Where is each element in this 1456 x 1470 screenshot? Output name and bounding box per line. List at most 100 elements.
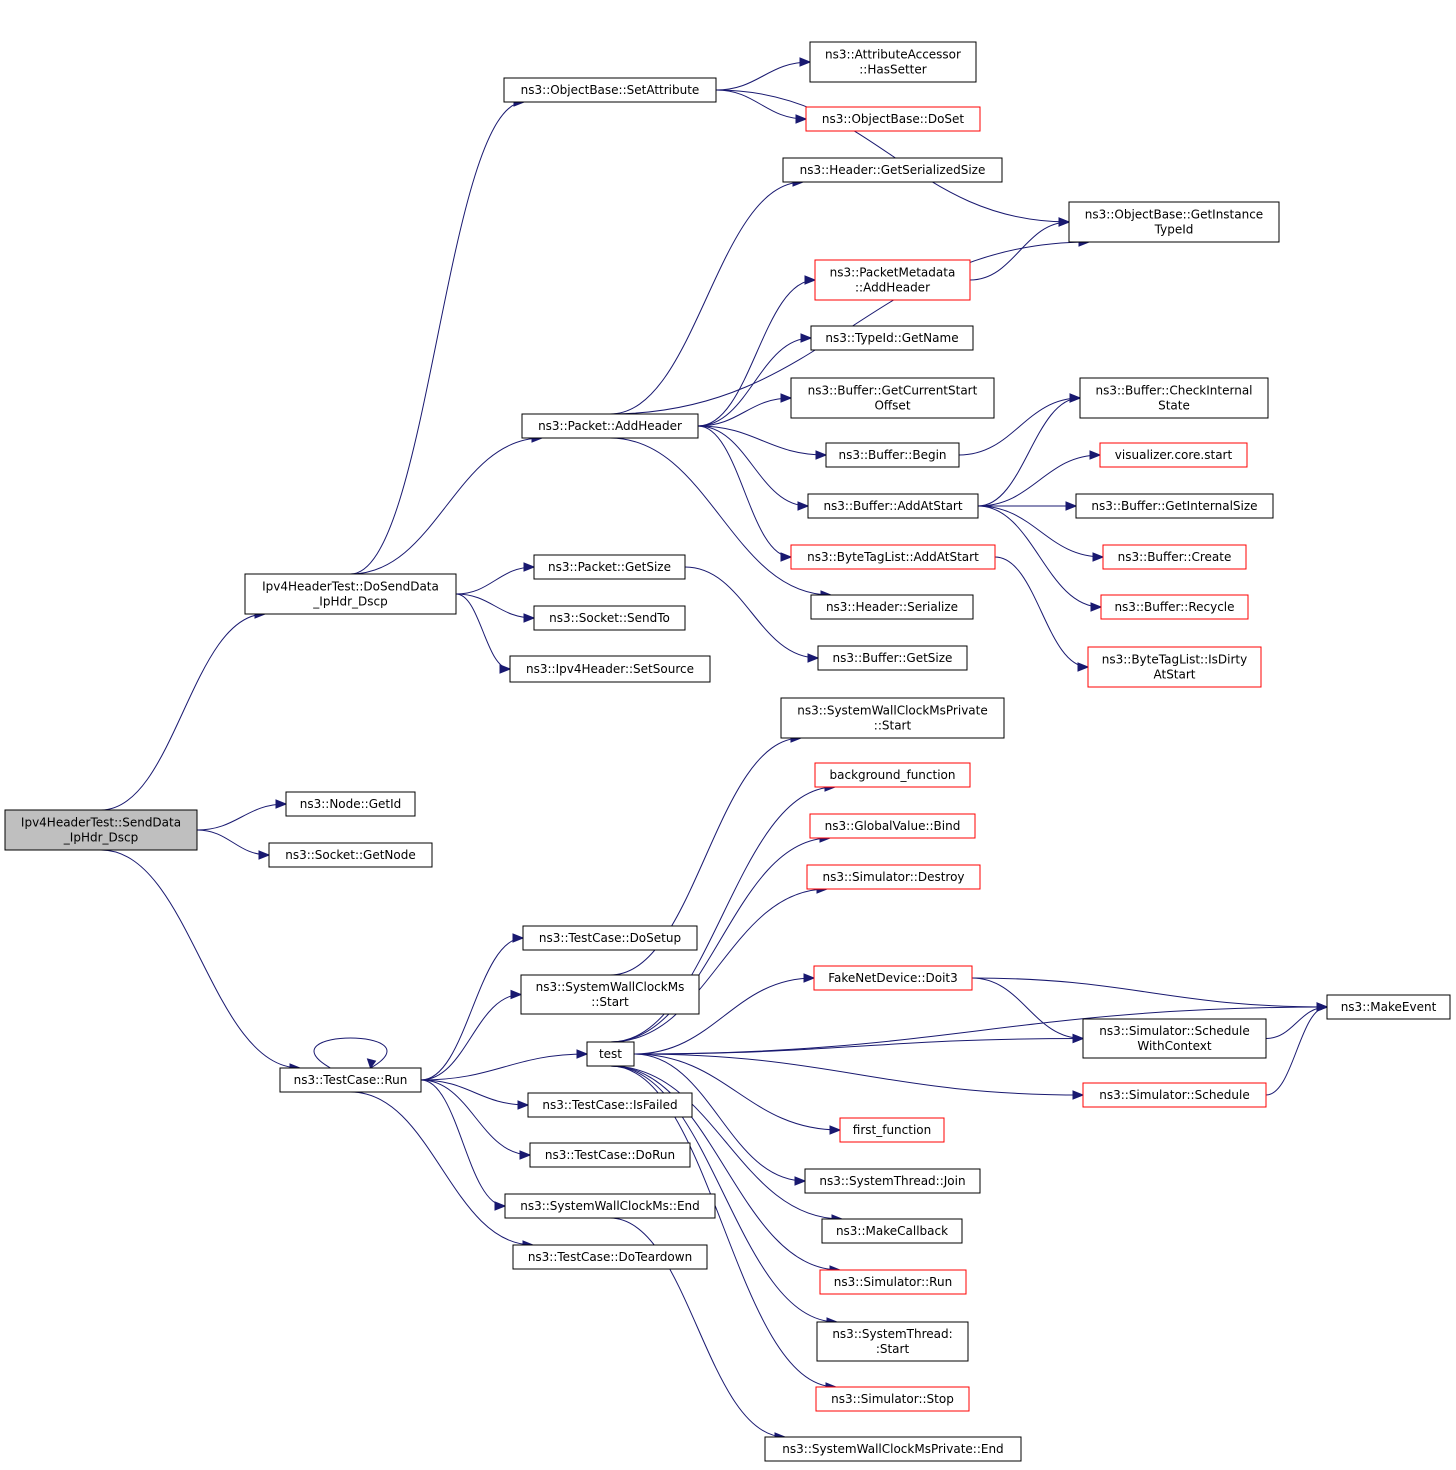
node-box[interactable] [805, 106, 981, 132]
node-box[interactable] [1082, 1082, 1267, 1108]
node-box[interactable] [586, 1041, 635, 1067]
node-box[interactable] [1100, 594, 1249, 620]
node-isfailed[interactable]: ns3::TestCase::IsFailed [527, 1092, 693, 1118]
node-bufgis[interactable]: ns3::Buffer::GetInternalSize [1075, 493, 1274, 519]
node-pktadd[interactable]: ns3::Packet::AddHeader [521, 413, 699, 439]
node-setsrc[interactable]: ns3::Ipv4Header::SetSource [509, 655, 711, 683]
node-box[interactable] [520, 974, 700, 1015]
node-btlaas[interactable]: ns3::ByteTagList::AddAtStart [790, 544, 996, 570]
node-bufrecycle[interactable]: ns3::Buffer::Recycle [1100, 594, 1249, 620]
node-box[interactable] [1102, 544, 1247, 570]
node-box[interactable] [807, 493, 979, 519]
node-getnode[interactable]: ns3::Socket::GetNode [268, 842, 433, 868]
node-test[interactable]: test [586, 1041, 635, 1067]
node-bufaas[interactable]: ns3::Buffer::AddAtStart [807, 493, 979, 519]
node-swcend[interactable]: ns3::SystemWallClockMs::End [504, 1193, 716, 1219]
node-box[interactable] [1082, 1018, 1267, 1059]
node-box[interactable] [529, 1142, 691, 1168]
node-box[interactable] [814, 259, 971, 301]
node-doset[interactable]: ns3::ObjectBase::DoSet [805, 106, 981, 132]
node-box[interactable] [279, 1067, 422, 1093]
node-doteardown[interactable]: ns3::TestCase::DoTeardown [512, 1244, 708, 1270]
node-box[interactable] [244, 573, 457, 615]
node-gvbind[interactable]: ns3::GlobalValue::Bind [809, 813, 976, 839]
node-makeevent[interactable]: ns3::MakeEvent [1326, 994, 1451, 1020]
node-box[interactable] [764, 1436, 1022, 1462]
node-hassetter[interactable]: ns3::AttributeAccessor::HasSetter [809, 41, 977, 83]
node-root[interactable]: Ipv4HeaderTest::SendData_IpHdr_Dscp [4, 809, 198, 851]
node-box[interactable] [1087, 646, 1262, 688]
node-box[interactable] [814, 762, 971, 788]
node-box[interactable] [504, 1193, 716, 1219]
node-setattr[interactable]: ns3::ObjectBase::SetAttribute [503, 77, 717, 103]
node-box[interactable] [819, 1269, 967, 1295]
node-hgetser[interactable]: ns3::Header::GetSerializedSize [782, 157, 1003, 183]
node-box[interactable] [839, 1117, 945, 1143]
node-box[interactable] [1068, 201, 1280, 243]
node-box[interactable] [782, 157, 1003, 183]
node-pmadd[interactable]: ns3::PacketMetadata::AddHeader [814, 259, 971, 301]
node-box[interactable] [285, 791, 416, 817]
node-tcrun[interactable]: ns3::TestCase::Run [279, 1067, 422, 1093]
node-box[interactable] [503, 77, 717, 103]
node-simstop[interactable]: ns3::Simulator::Stop [815, 1386, 970, 1412]
node-vizstart[interactable]: visualizer.core.start [1099, 442, 1248, 468]
node-simsched[interactable]: ns3::Simulator::Schedule [1082, 1082, 1267, 1108]
node-box[interactable] [527, 1092, 693, 1118]
node-box[interactable] [522, 925, 698, 951]
node-box[interactable] [815, 1386, 970, 1412]
node-box[interactable] [780, 697, 1005, 739]
node-box[interactable] [509, 655, 711, 683]
node-swcstart[interactable]: ns3::SystemWallClockMs::Start [520, 974, 700, 1015]
node-pktsize[interactable]: ns3::Packet::GetSize [533, 554, 686, 580]
node-box[interactable] [810, 594, 974, 620]
node-box[interactable] [804, 1168, 981, 1194]
node-box[interactable] [1099, 442, 1248, 468]
node-box[interactable] [790, 544, 996, 570]
node-box[interactable] [809, 813, 976, 839]
node-box[interactable] [533, 554, 686, 580]
node-bufcreate[interactable]: ns3::Buffer::Create [1102, 544, 1247, 570]
node-dosend[interactable]: Ipv4HeaderTest::DoSendData_IpHdr_Dscp [244, 573, 457, 615]
node-box[interactable] [821, 1218, 963, 1244]
node-box[interactable] [790, 377, 995, 419]
node-bufgetsize[interactable]: ns3::Buffer::GetSize [817, 645, 968, 671]
node-dosetup[interactable]: ns3::TestCase::DoSetup [522, 925, 698, 951]
node-fndoit3[interactable]: FakeNetDevice::Doit3 [813, 965, 973, 991]
node-box[interactable] [1326, 994, 1451, 1020]
node-makecb[interactable]: ns3::MakeCallback [821, 1218, 963, 1244]
node-swcpend[interactable]: ns3::SystemWallClockMsPrivate::End [764, 1436, 1022, 1462]
node-box[interactable] [1075, 493, 1274, 519]
node-bgfunc[interactable]: background_function [814, 762, 971, 788]
node-simdestroy[interactable]: ns3::Simulator::Destroy [806, 864, 981, 890]
node-box[interactable] [809, 41, 977, 83]
node-box[interactable] [825, 442, 960, 468]
node-box[interactable] [813, 965, 973, 991]
node-sendto[interactable]: ns3::Socket::SendTo [533, 605, 686, 631]
node-box[interactable] [521, 413, 699, 439]
node-swcpstart[interactable]: ns3::SystemWallClockMsPrivate::Start [780, 697, 1005, 739]
node-ststart[interactable]: ns3::SystemThread::Start [816, 1321, 969, 1362]
node-stjoin[interactable]: ns3::SystemThread::Join [804, 1168, 981, 1194]
node-bufbegin[interactable]: ns3::Buffer::Begin [825, 442, 960, 468]
node-box[interactable] [4, 809, 198, 851]
node-box[interactable] [268, 842, 433, 868]
node-box[interactable] [810, 325, 974, 351]
node-box[interactable] [806, 864, 981, 890]
node-box[interactable] [533, 605, 686, 631]
node-tidname[interactable]: ns3::TypeId::GetName [810, 325, 974, 351]
node-firstfunc[interactable]: first_function [839, 1117, 945, 1143]
node-getid[interactable]: ns3::Node::GetId [285, 791, 416, 817]
node-box[interactable] [816, 1321, 969, 1362]
node-dorun[interactable]: ns3::TestCase::DoRun [529, 1142, 691, 1168]
node-hser[interactable]: ns3::Header::Serialize [810, 594, 974, 620]
node-box[interactable] [512, 1244, 708, 1270]
node-box[interactable] [817, 645, 968, 671]
node-box[interactable] [1079, 377, 1269, 419]
node-simrun[interactable]: ns3::Simulator::Run [819, 1269, 967, 1295]
